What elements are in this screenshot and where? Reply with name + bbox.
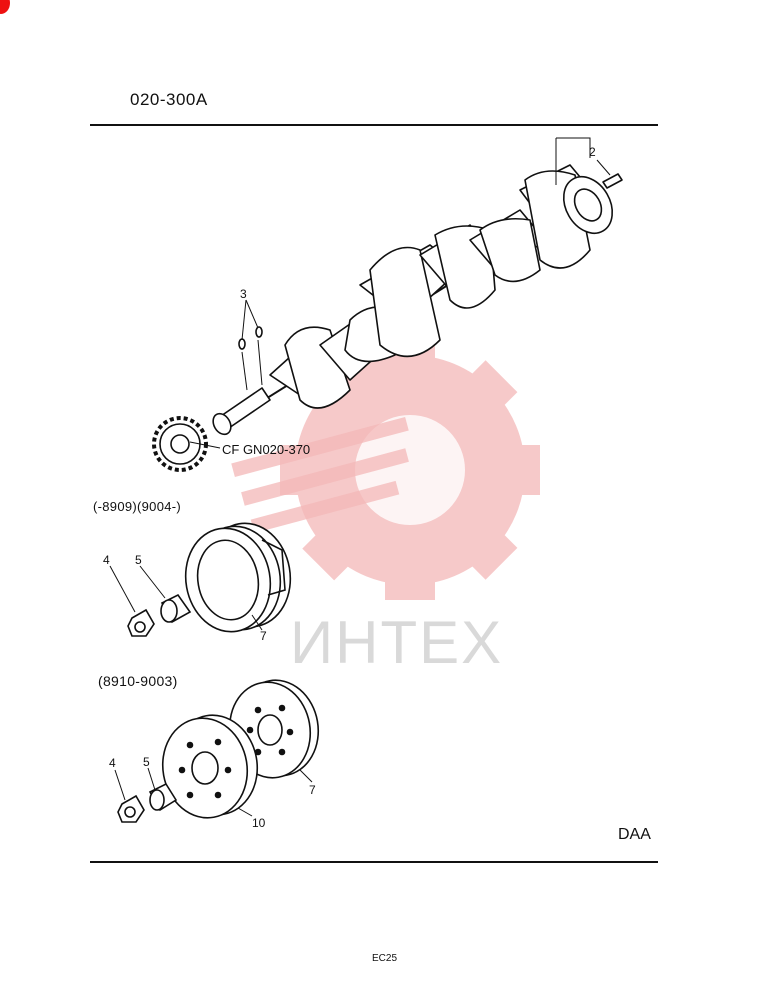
callout-b7: 7 <box>309 783 316 797</box>
timing-gear-icon <box>152 416 208 472</box>
bottom-divider <box>90 861 658 863</box>
callout-a5: 5 <box>135 553 142 567</box>
callout-3: 3 <box>240 287 247 301</box>
top-divider <box>90 124 658 126</box>
variant-a-label: (-8909)(9004-) <box>93 499 182 514</box>
callout-a4: 4 <box>103 553 110 567</box>
callout-2: 2 <box>589 145 596 159</box>
variant-b-label: (8910-9003) <box>98 673 178 689</box>
callout-b5: 5 <box>143 755 150 769</box>
cross-reference: CF GN020-370 <box>222 442 311 457</box>
section-code: 020-300A <box>130 90 208 109</box>
callout-b4: 4 <box>109 756 116 770</box>
watermark-text: ИНТЕХ <box>290 609 504 676</box>
callout-b10: 10 <box>252 816 266 830</box>
page-code: EC25 <box>372 953 398 964</box>
callout-a7: 7 <box>260 629 267 643</box>
corner-mark <box>0 0 10 14</box>
engine-code: DAA <box>618 826 651 843</box>
